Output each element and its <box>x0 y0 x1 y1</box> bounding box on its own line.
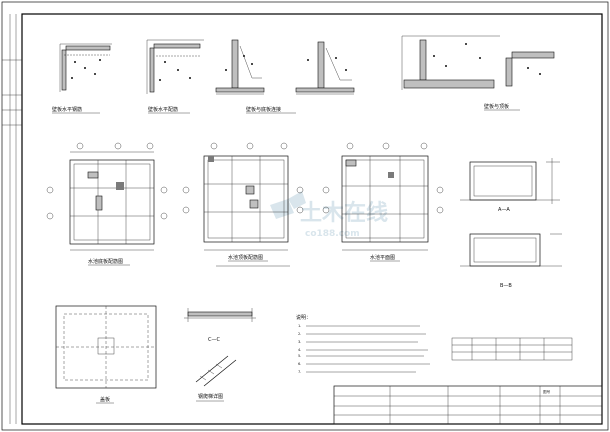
notes-title: 说明： <box>296 314 311 321</box>
note-4: 4. <box>298 348 301 352</box>
ladder-detail: 钢爬梯详图 <box>195 355 237 402</box>
detail-4 <box>295 41 355 95</box>
watermark-url: co188.com <box>305 229 360 239</box>
ladder-title: 钢爬梯详图 <box>198 393 223 400</box>
plan-3: 水池平面图 <box>322 142 444 262</box>
title-block-label: 图号 <box>543 389 551 394</box>
detail-2: 壁板水平配筋 <box>146 39 204 114</box>
detail-2-title: 壁板水平配筋 <box>148 106 178 113</box>
plan-1: 水池底板配筋图 <box>46 142 168 266</box>
section-a-a: A—A <box>460 158 560 213</box>
material-table <box>451 337 573 361</box>
section-b-b: B—B <box>460 233 562 289</box>
section-c-c: C—C <box>184 308 256 343</box>
detail-3: 壁板与底板连接 <box>215 39 296 114</box>
detail-5: 壁板与顶板 <box>401 35 555 111</box>
note-6: 6. <box>298 362 301 366</box>
note-1: 1. <box>298 324 301 328</box>
note-3: 3. <box>298 340 301 344</box>
section-c-title: C—C <box>208 337 220 343</box>
watermark-text: 土木在线 <box>300 200 388 226</box>
cover-title: 盖板 <box>100 396 110 403</box>
note-2: 2. <box>298 332 301 336</box>
notes: 说明： 1. 2. 3. 4. 5. 6. 7. <box>296 314 430 374</box>
detail-5-title: 壁板与顶板 <box>484 103 509 110</box>
plan-1-title: 水池底板配筋图 <box>88 258 123 265</box>
cover-plate: 盖板 <box>55 305 157 404</box>
drawing-border <box>21 13 603 425</box>
note-5: 5. <box>298 354 301 358</box>
plan-2: 水池顶板配筋图 <box>182 142 304 267</box>
plan-3-title: 水池平面图 <box>370 254 395 261</box>
note-7: 7. <box>298 370 301 374</box>
section-a-title: A—A <box>498 207 510 213</box>
section-b-title: B—B <box>500 283 512 289</box>
detail-1: 壁板水平钢筋 <box>52 43 112 114</box>
title-block: 图号 <box>333 385 603 425</box>
detail-3-title: 壁板与底板连接 <box>246 106 281 113</box>
binding-strip <box>2 14 22 424</box>
detail-1-title: 壁板水平钢筋 <box>52 106 82 113</box>
plan-2-title: 水池顶板配筋图 <box>228 254 263 261</box>
